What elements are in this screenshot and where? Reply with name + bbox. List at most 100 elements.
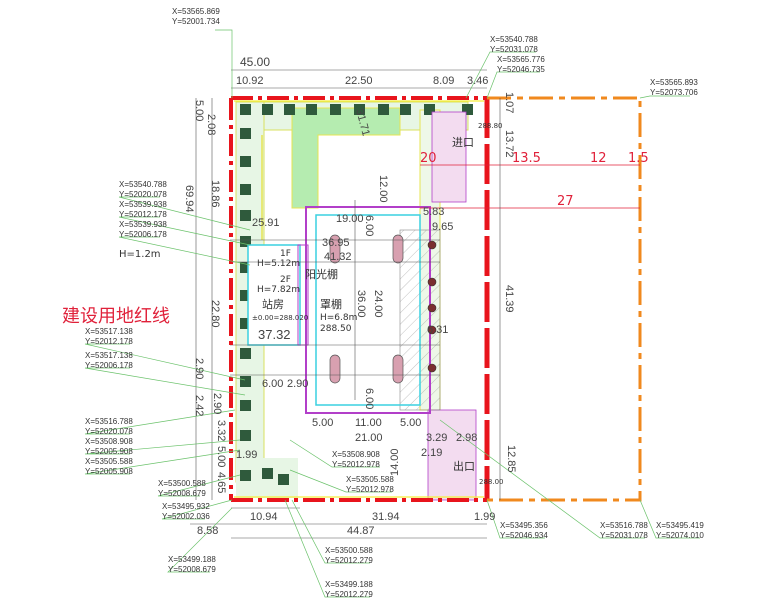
coordinate-x: X=53540.788 [490, 35, 538, 44]
tree-block [330, 104, 341, 115]
coordinate-y: Y=52008.679 [158, 489, 206, 498]
coordinate-y: Y=52020.078 [119, 190, 167, 199]
dim-text: 2.90 [193, 358, 205, 379]
tree-block [240, 376, 251, 387]
dim-text: 22.80 [209, 300, 221, 328]
dim-text: 3.32 [215, 420, 227, 441]
coordinate-x: X=53499.188 [325, 580, 373, 589]
dim-text: 5.00 [400, 417, 421, 429]
dim-text: 6.00 [262, 378, 283, 390]
elevation-label: 288.80 [478, 122, 503, 130]
dim-text: 25.91 [252, 217, 280, 229]
dim-text: 1.99 [474, 511, 495, 523]
coordinate-x: X=53495.356 [500, 521, 548, 530]
dim-text: 5.83 [423, 206, 444, 218]
canopy-label: 罩棚 [320, 297, 342, 311]
dim-text: 45.00 [240, 55, 270, 69]
coordinate-x: X=53516.788 [600, 521, 648, 530]
dim-text: 2.08 [205, 114, 217, 135]
coordinate-x: X=53517.138 [85, 351, 133, 360]
coordinate-y: Y=52002.036 [162, 512, 210, 521]
coordinate-y: Y=52012.978 [332, 460, 380, 469]
coordinate-y: Y=52046.735 [497, 65, 545, 74]
dim-text: 2.90 [287, 378, 308, 390]
red-dim-text: 1.5 [628, 151, 649, 166]
dim-text: 10.94 [250, 511, 278, 523]
tank-wells [427, 240, 437, 373]
tree-block [240, 210, 251, 221]
tree-block [240, 430, 251, 441]
coordinate-x: X=53516.788 [85, 417, 133, 426]
dim-text: 44.87 [347, 525, 375, 537]
dim-text: 2.98 [456, 432, 477, 444]
red-dimension-texts: 20 13.5 12 1.5 27 [420, 151, 649, 209]
coordinate-x: X=53500.588 [158, 479, 206, 488]
grid-lines [230, 200, 440, 400]
dim-text: 24.00 [372, 290, 384, 318]
dim-text: 18.86 [209, 180, 221, 208]
canopy-height-label: H=6.8m [320, 313, 357, 323]
coordinate-y: Y=52031.078 [600, 531, 648, 540]
dim-text: 5.00 [193, 100, 205, 121]
dim-text: 9.65 [432, 221, 453, 233]
tree-block [378, 104, 389, 115]
coordinate-x: X=53500.588 [325, 546, 373, 555]
station-label: 站房 [262, 297, 284, 311]
coordinate-x: X=53505.588 [85, 457, 133, 466]
dimension-texts: 45.00 10.92 22.50 8.09 3.46 2.08 5.00 18… [183, 55, 517, 537]
coordinate-x: X=53539.938 [119, 220, 167, 229]
coordinate-y: Y=52020.078 [85, 427, 133, 436]
tree-block [240, 470, 251, 481]
coordinate-y: Y=52046.934 [500, 531, 548, 540]
tree-block [240, 318, 251, 329]
floor-label: 2F [280, 275, 291, 285]
coordinate-y: Y=52012.178 [119, 210, 167, 219]
dim-text: 5.00 [312, 417, 333, 429]
coordinate-y: Y=52012.978 [346, 485, 394, 494]
coordinate-y: Y=52073.706 [650, 88, 698, 97]
dim-text: 10.92 [236, 75, 264, 87]
tree-block [240, 104, 251, 115]
coordinate-y: Y=52012.279 [325, 556, 373, 565]
dim-text: 2.19 [421, 447, 442, 459]
dimension-lines [190, 69, 501, 539]
red-dim-text: 13.5 [512, 151, 541, 166]
coordinate-x: X=53508.908 [85, 437, 133, 446]
elevation-label: 288.00 [479, 478, 504, 486]
station-building [247, 244, 301, 346]
dim-text: 3.29 [426, 432, 447, 444]
coordinate-y: Y=52005.908 [85, 447, 133, 456]
coordinate-y: Y=52005.908 [85, 467, 133, 476]
dim-text: 31.94 [372, 511, 400, 523]
tree-block [240, 236, 251, 247]
red-dim-text: 12 [590, 151, 607, 166]
canopy-inner-outline [315, 214, 421, 406]
dim-text: 5.00 [215, 446, 227, 467]
dim-text: 1.07 [503, 92, 515, 113]
dim-text: 6.00 [363, 215, 375, 236]
orange-boundary [487, 96, 642, 502]
dim-text: 21.00 [355, 432, 383, 444]
height-label: H=7.82m [257, 285, 300, 295]
dim-text: 69.94 [183, 185, 195, 213]
dim-text: 4.65 [215, 472, 227, 493]
tree-block [462, 104, 473, 115]
tree-block [262, 104, 273, 115]
coordinate-x: X=53495.419 [656, 521, 704, 530]
entrance-label: 进口 [452, 136, 474, 149]
coordinate-y: Y=52031.078 [490, 45, 538, 54]
dim-text: 22.50 [345, 75, 373, 87]
coordinate-x: X=53565.776 [497, 55, 545, 64]
coordinate-y: Y=52008.679 [168, 565, 216, 574]
coordinate-x: X=53540.788 [119, 180, 167, 189]
red-dimension-lines [420, 164, 640, 209]
dim-text: 6.00 [363, 388, 375, 409]
exit-label: 出口 [453, 459, 475, 473]
coordinate-x: X=53508.908 [332, 450, 380, 459]
height-label: H=5.12m [257, 259, 300, 269]
red-dim-text: 20 [420, 151, 437, 166]
dim-text: 11.00 [355, 417, 382, 429]
red-line-title: 建设用地红线 [62, 306, 170, 327]
dim-text: 36.00 [355, 290, 367, 318]
tree-block [240, 290, 251, 301]
